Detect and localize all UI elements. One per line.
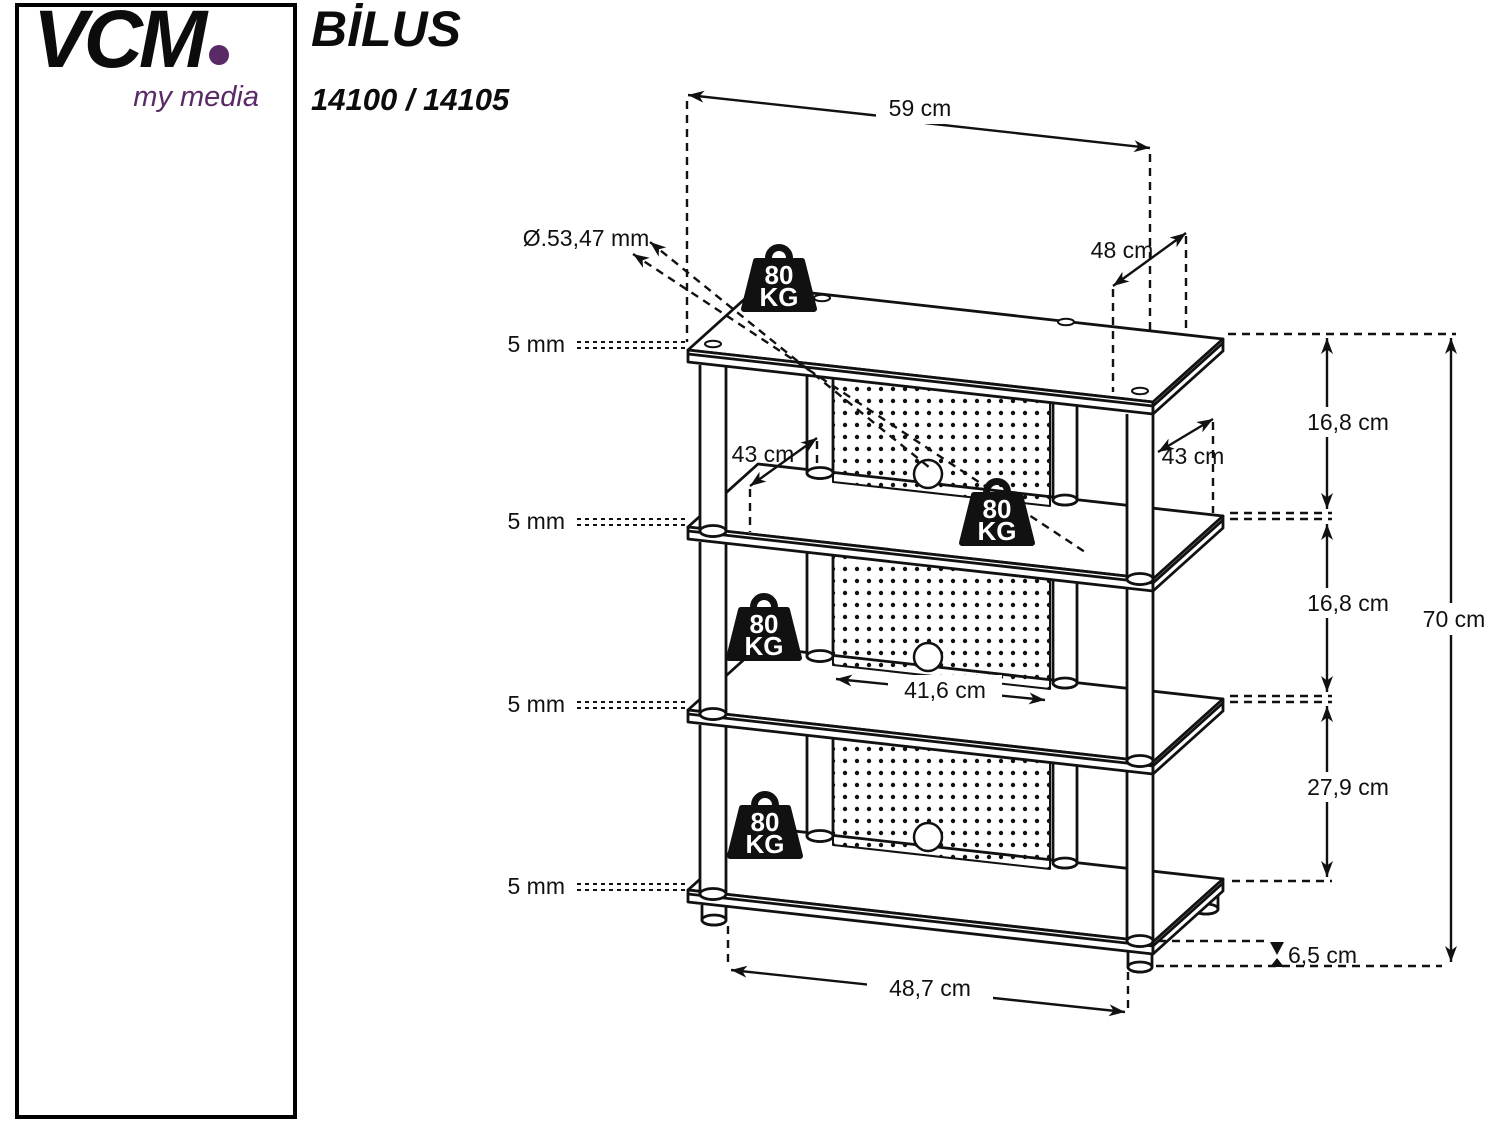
screw-marks [704, 293, 1149, 396]
dim-foot-height [1270, 942, 1284, 967]
load-value: 80 [983, 494, 1012, 524]
cable-hole-2 [912, 641, 944, 673]
load-unit: KG [760, 282, 799, 312]
load-badge-1: 80 KG [741, 244, 817, 312]
load-badge-4: 80 KG [727, 791, 803, 859]
load-value: 80 [750, 609, 779, 639]
legs-row-2 [698, 483, 1155, 768]
label-thickness-3: 5 mm [508, 691, 566, 717]
label-thickness-4: 5 mm [508, 873, 566, 899]
load-unit: KG [745, 631, 784, 661]
load-badge-3: 80 KG [726, 593, 802, 661]
label-backgrounds [867, 96, 1499, 1005]
brand-panel: VCM my media [15, 0, 297, 1119]
legs-row-1 [698, 306, 1155, 586]
label-thickness-2: 5 mm [508, 508, 566, 534]
load-unit: KG [978, 516, 1017, 546]
label-depth-left: 43 cm [732, 441, 795, 467]
load-badge-2: 80 KG [959, 478, 1035, 546]
load-unit: KG [746, 829, 785, 859]
cable-hole-3 [912, 821, 944, 853]
weight-icon [741, 258, 817, 312]
label-top-width: 59 cm [889, 95, 952, 121]
shelf-2 [686, 462, 1225, 593]
label-inner-width: 41,6 cm [904, 677, 986, 703]
label-gap-middle: 16,8 cm [1307, 590, 1389, 616]
brand-name: VCM [33, 0, 207, 85]
dim-shelf-thickness [577, 341, 686, 891]
rack-structure [686, 285, 1225, 974]
weight-icon [727, 805, 803, 859]
dim-top-depth [1111, 232, 1188, 392]
load-value: 80 [751, 807, 780, 837]
dim-shelf-depth-right [1157, 417, 1215, 513]
weight-icon [726, 607, 802, 661]
shelf-4 [686, 825, 1225, 956]
dim-shelf-depth-left [748, 437, 819, 532]
label-foot-height: 6,5 cm [1288, 942, 1357, 968]
product-model-numbers: 14100 / 14105 [311, 82, 510, 117]
label-total-height: 70 cm [1423, 606, 1486, 632]
load-badges: 80 KG 80 KG 80 KG 80 KG [726, 244, 1035, 859]
label-hole-diameter: Ø.53,47 mm [523, 225, 650, 251]
label-thickness-1: 5 mm [508, 331, 566, 357]
level-lines [1156, 332, 1456, 968]
label-top-depth: 48 cm [1091, 237, 1154, 263]
label-depth-right: 43 cm [1162, 443, 1225, 469]
brand-tagline: my media [133, 81, 259, 113]
cable-hole-1 [912, 458, 944, 490]
load-value: 80 [765, 260, 794, 290]
dimension-labels: 59 cm 48 cm Ø.53,47 mm 5 mm 5 mm 5 mm 5 … [508, 95, 1486, 1001]
label-feet-span: 48,7 cm [889, 975, 971, 1001]
label-gap-top: 16,8 cm [1307, 409, 1389, 435]
product-name: BİLUS [311, 1, 461, 57]
brand-dot-icon [209, 45, 230, 65]
label-gap-bottom: 27,9 cm [1307, 774, 1389, 800]
weight-icon [959, 492, 1035, 546]
brand-logo: VCM [33, 0, 230, 87]
